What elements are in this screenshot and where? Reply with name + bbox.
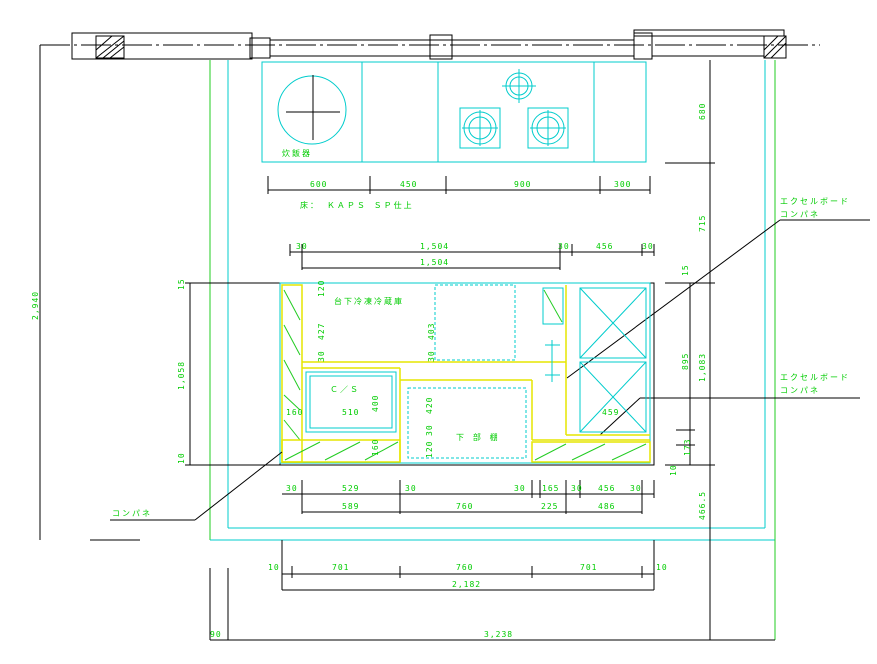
callout-conpane-2: コンパネ bbox=[780, 386, 820, 395]
dim-label: 10 bbox=[656, 563, 668, 572]
dim-label: 1,083 bbox=[698, 353, 707, 382]
dim-label: 403 bbox=[427, 323, 436, 340]
top-counter: 炊飯器 bbox=[261, 61, 647, 163]
dim-label: 30 bbox=[425, 424, 434, 436]
dim-label: 30 bbox=[405, 484, 417, 493]
dim-label: 120 bbox=[317, 280, 326, 297]
callouts-right: エクセルボード コンパネ エクセルボード コンパネ bbox=[566, 197, 870, 436]
right-dimensions: 680 715 15 895 1,083 173 10 466.5 bbox=[665, 60, 715, 520]
dim-label: 300 bbox=[614, 180, 631, 189]
dim-label: 529 bbox=[342, 484, 359, 493]
dim-label: 427 bbox=[317, 323, 326, 340]
dim-label: 160 bbox=[286, 408, 303, 417]
main-counter: 台下冷凍冷蔵庫 Ｃ／Ｓ 下 部 棚 120 427 30 403 30 510 … bbox=[279, 280, 655, 466]
dim-label: 225 bbox=[541, 502, 558, 511]
dim-label: 760 bbox=[456, 563, 473, 572]
dim-label: 895 bbox=[681, 353, 690, 370]
dim-label: 30 bbox=[514, 484, 526, 493]
dim-label: 2,182 bbox=[452, 580, 481, 589]
rice-cooker-icon bbox=[277, 75, 347, 145]
dim-label: 30 bbox=[296, 242, 308, 251]
dim-label: 701 bbox=[332, 563, 349, 572]
dim-label: 3,238 bbox=[484, 630, 513, 639]
lower-shelf-label: 下 部 棚 bbox=[456, 432, 500, 442]
dim-label: 30 bbox=[630, 484, 642, 493]
cooktop-label: 炊飯器 bbox=[282, 148, 312, 158]
wall-lines bbox=[39, 45, 776, 640]
dim-label: 510 bbox=[342, 408, 359, 417]
dim-label: 900 bbox=[514, 180, 531, 189]
dim-label: 1,058 bbox=[177, 361, 186, 390]
dim-label: 165 bbox=[542, 484, 559, 493]
cs-label: Ｃ／Ｓ bbox=[330, 385, 360, 394]
dim-label: 30 bbox=[571, 484, 583, 493]
dim-label: 15 bbox=[177, 278, 186, 290]
dim-label: 420 bbox=[425, 397, 434, 414]
dim-label: 456 bbox=[598, 484, 615, 493]
floor-note: 床： ＫＡＰＳ ＳＰ仕上 bbox=[300, 200, 414, 210]
dim-label: 10 bbox=[669, 464, 678, 476]
dim-label: 10 bbox=[268, 563, 280, 572]
dim-label: 486 bbox=[598, 502, 615, 511]
dim-label: 30 bbox=[286, 484, 298, 493]
dim-label: 600 bbox=[310, 180, 327, 189]
dim-label: 589 bbox=[342, 502, 359, 511]
dim-label: 715 bbox=[698, 215, 707, 232]
dim-label: 30 bbox=[317, 350, 326, 362]
dim-label: 456 bbox=[596, 242, 613, 251]
dim-label: 466.5 bbox=[698, 491, 707, 520]
dim-label: 680 bbox=[698, 103, 707, 120]
dim-label: 10 bbox=[177, 452, 186, 464]
callout-conpane-left: コンパネ bbox=[112, 509, 152, 518]
dim-label: 160 bbox=[371, 439, 380, 456]
callout-excel-board-2: エクセルボード bbox=[780, 373, 850, 382]
dim-label: 1,504 bbox=[420, 242, 449, 251]
dim-label: 173 bbox=[683, 439, 692, 456]
dim-label: 15 bbox=[681, 264, 690, 276]
dim-label: 30 bbox=[642, 242, 654, 251]
dim-label: 400 bbox=[371, 395, 380, 412]
dim-label: 459 bbox=[602, 408, 619, 417]
dim-label: 30 bbox=[427, 350, 436, 362]
top-wall bbox=[40, 29, 820, 60]
top-dimensions: 600 450 900 300 床： ＫＡＰＳ ＳＰ仕上 bbox=[267, 176, 651, 210]
callout-left: コンパネ bbox=[90, 451, 283, 541]
dim-label: 1,504 bbox=[420, 258, 449, 267]
dim-label: 120 bbox=[425, 441, 434, 458]
dim-label: 2,940 bbox=[31, 291, 40, 320]
bottom-dimensions: 30 529 30 30 165 30 456 30 589 760 225 4… bbox=[210, 480, 775, 641]
left-dimensions: 2,940 15 1,058 10 bbox=[31, 278, 280, 466]
callout-excel-board-1: エクセルボード bbox=[780, 197, 850, 206]
under-counter-fridge-label: 台下冷凍冷蔵庫 bbox=[334, 296, 404, 306]
dim-label: 450 bbox=[400, 180, 417, 189]
dim-label: 701 bbox=[580, 563, 597, 572]
dim-label: 30 bbox=[558, 242, 570, 251]
dim-label: 760 bbox=[456, 502, 473, 511]
main-top-dimensions: 30 1,504 30 456 30 1,504 bbox=[289, 242, 655, 270]
dim-label: 90 bbox=[210, 630, 222, 639]
callout-conpane-1: コンパネ bbox=[780, 210, 820, 219]
